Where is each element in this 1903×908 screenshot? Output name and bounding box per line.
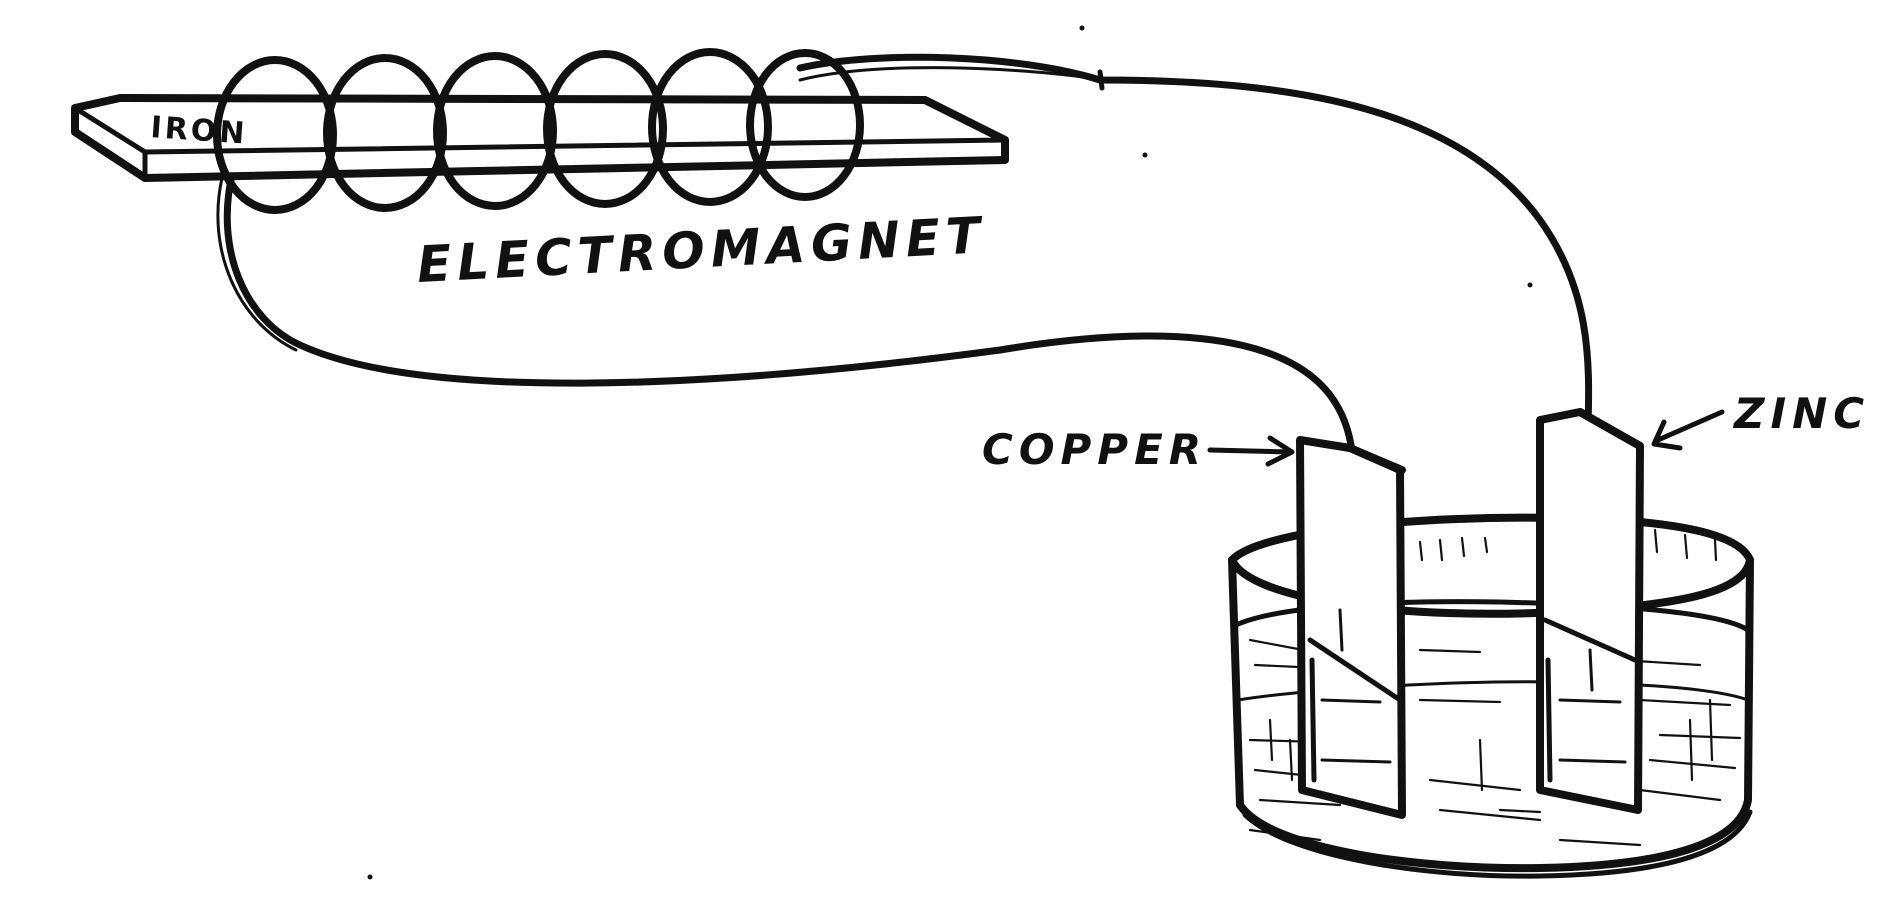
copper-label: COPPER xyxy=(982,425,1207,474)
zinc-arrow xyxy=(1651,409,1725,451)
copper-plate xyxy=(1296,436,1406,819)
zinc-plate xyxy=(1536,408,1644,814)
zinc-label: ZINC xyxy=(1732,389,1870,438)
electromagnet-label: ELECTROMAGNET xyxy=(416,206,988,294)
print-speck xyxy=(1079,25,1085,31)
print-speck xyxy=(1527,282,1533,288)
iron-bar xyxy=(71,94,1009,182)
print-speck xyxy=(1142,152,1148,158)
iron-label: IRON xyxy=(149,110,248,152)
copper-arrow xyxy=(1207,435,1295,467)
coil xyxy=(213,48,864,214)
print-speck xyxy=(367,874,373,880)
wire-to-copper xyxy=(216,171,1356,456)
wire-to-zinc xyxy=(796,53,1593,429)
